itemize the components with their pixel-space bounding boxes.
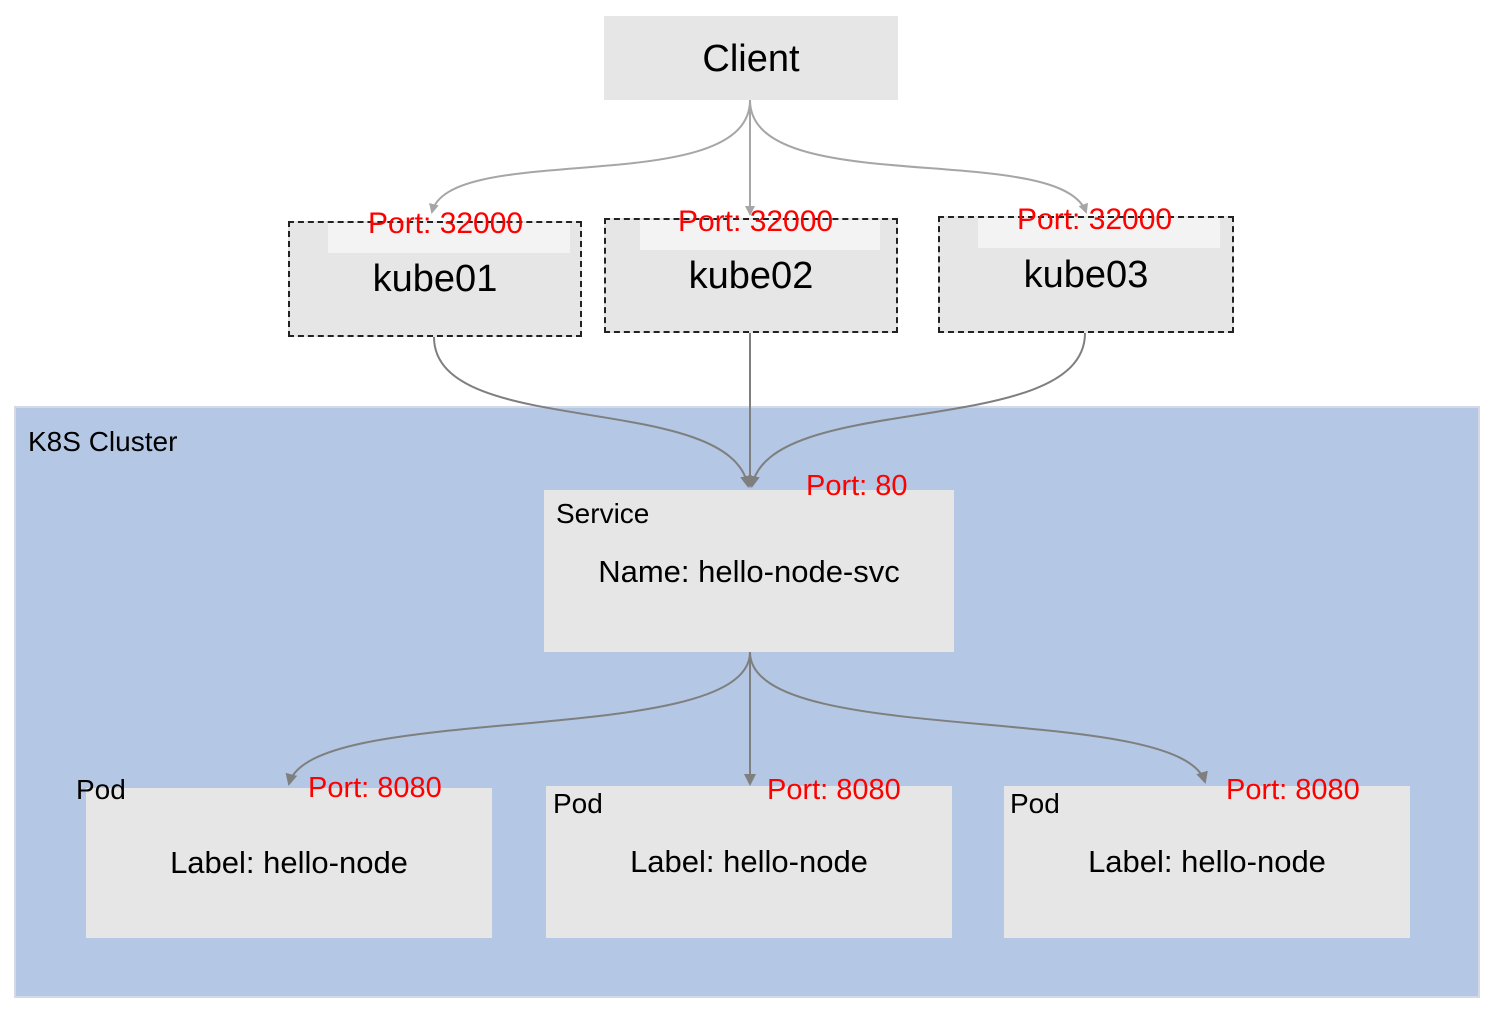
service-type-label: Service (556, 498, 650, 529)
arrow-service-to-pod3 (749, 651, 1208, 784)
pod-type-label: Pod (553, 788, 603, 819)
client-box[interactable] (604, 16, 898, 100)
cluster-label: K8S Cluster (28, 426, 178, 457)
pod-port-label: Port: 8080 (308, 772, 442, 804)
node-port-label: Port: 32000 (1017, 203, 1173, 236)
node-name-label: kube03 (1023, 254, 1149, 296)
arrow-client-to-kube03 (749, 99, 1088, 214)
node-port-strip (328, 223, 570, 253)
node-port-label: Port: 32000 (368, 207, 524, 240)
pod-box[interactable] (1004, 786, 1410, 938)
client-label: Client (702, 38, 800, 80)
pod-type-label: Pod (76, 774, 126, 805)
pod-label-text: Label: hello-node (170, 845, 408, 880)
pod-label-text: Label: hello-node (1088, 844, 1326, 879)
arrow-client-to-kube01 (429, 99, 751, 214)
arrow-kube01-to-service (433, 336, 753, 488)
node-name-label: kube01 (372, 258, 498, 300)
pod-box[interactable] (86, 788, 492, 938)
service-port-label: Port: 80 (806, 470, 908, 502)
pod-label-text: Label: hello-node (630, 844, 868, 879)
pod-box[interactable] (546, 786, 952, 938)
pod-type-label: Pod (1010, 788, 1060, 819)
arrow-service-to-pod1 (285, 651, 751, 786)
service-name-label: Name: hello-node-svc (598, 554, 900, 589)
node-port-label: Port: 32000 (678, 205, 834, 238)
node-port-strip (978, 218, 1220, 248)
node-port-strip (640, 220, 880, 250)
pod-port-label: Port: 8080 (1226, 774, 1360, 806)
arrow-kube03-to-service (747, 332, 1086, 488)
pod-port-label: Port: 8080 (767, 774, 901, 806)
node-name-label: kube02 (688, 255, 814, 297)
service-box[interactable] (544, 490, 954, 652)
